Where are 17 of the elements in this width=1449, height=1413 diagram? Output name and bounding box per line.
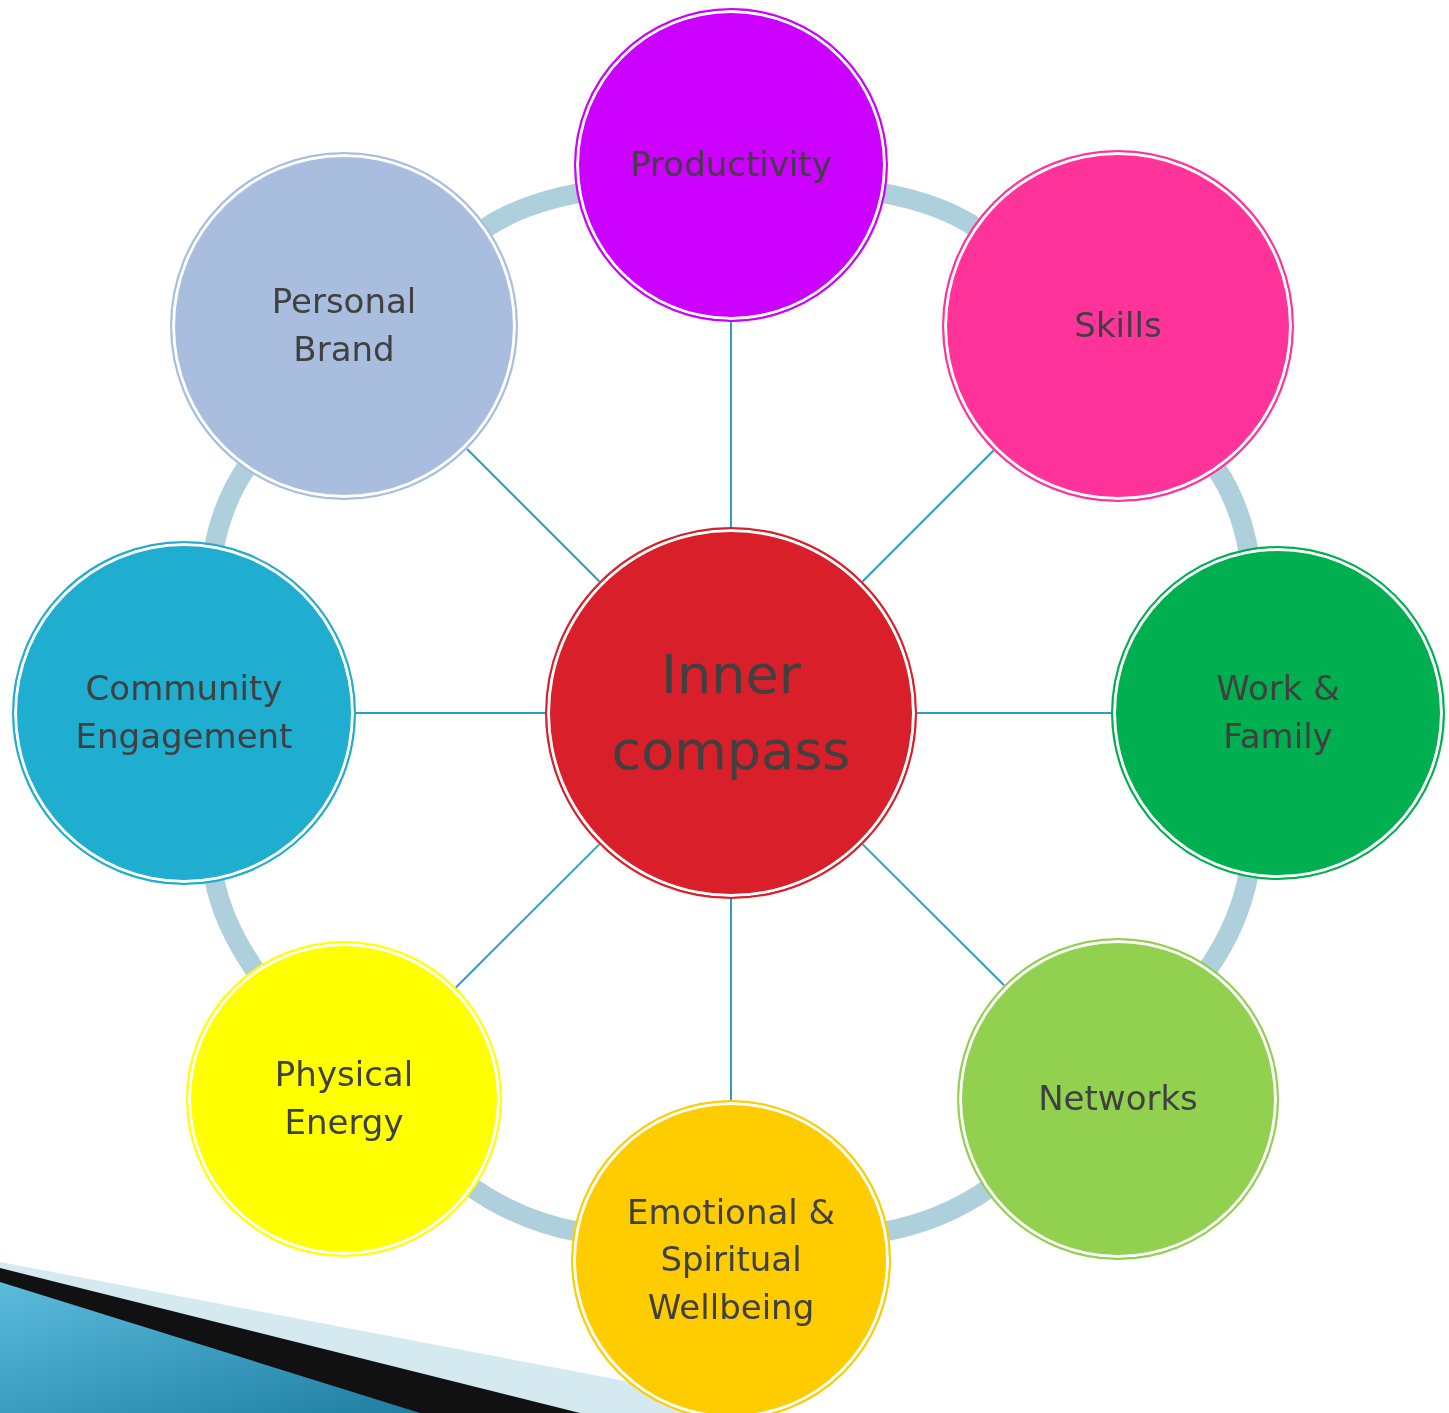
circle-label: Inner compass bbox=[610, 642, 852, 784]
circle-label: Skills bbox=[1074, 304, 1162, 348]
circle-label: Community Engagement bbox=[74, 667, 294, 758]
connector-line bbox=[861, 843, 1005, 987]
connector-line bbox=[454, 843, 601, 989]
connector-line bbox=[355, 712, 546, 714]
connector-line bbox=[730, 898, 732, 1101]
circle-label: Networks bbox=[1038, 1077, 1198, 1121]
connector-line bbox=[916, 712, 1112, 714]
circle-label: Productivity bbox=[630, 143, 832, 187]
circle-label: Personal Brand bbox=[270, 280, 418, 371]
circle-label: Work & Family bbox=[1215, 667, 1341, 758]
circle-label: Physical Energy bbox=[273, 1053, 415, 1144]
connector-line bbox=[861, 449, 995, 583]
connector-line bbox=[730, 321, 732, 528]
circle-label: Emotional & Spiritual Wellbeing bbox=[625, 1190, 837, 1329]
connector-line bbox=[466, 448, 601, 583]
